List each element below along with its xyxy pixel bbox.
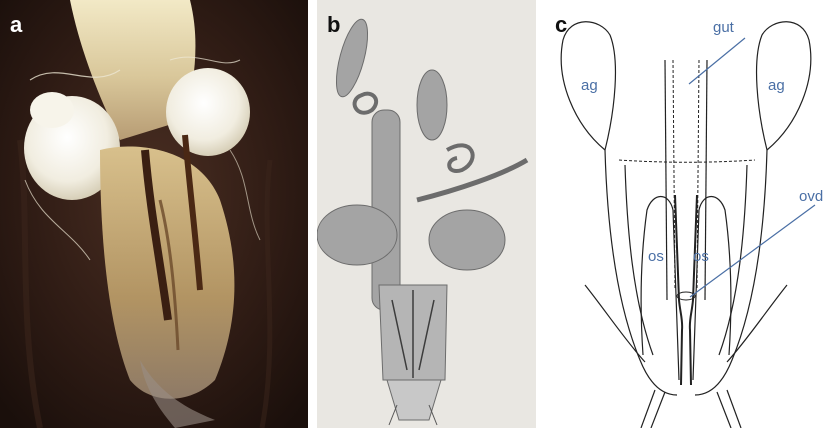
panel-c-diagram: c gut ag ag ovd os os [545, 0, 827, 428]
engraving-illustration [317, 0, 536, 428]
photo-illustration [0, 0, 308, 428]
engraving-gland-right [429, 210, 505, 270]
label-accessory-gland-right: ag [768, 78, 785, 93]
photo-gland-right [166, 68, 250, 156]
panel-letter-b: b [327, 14, 340, 36]
label-accessory-gland-left: ag [581, 78, 598, 93]
panel-letter-c: c [555, 14, 567, 36]
panel-b-engraving: b [317, 0, 536, 428]
label-ovipositor-sheath-right: os [693, 249, 709, 264]
label-gut: gut [713, 20, 734, 35]
label-ovipositor-sheath-left: os [648, 249, 664, 264]
engraving-gland-left [317, 205, 397, 265]
line-diagram [545, 0, 827, 428]
panel-a-photo: a [0, 0, 308, 428]
panel-letter-a: a [10, 14, 22, 36]
label-oviduct: ovd [799, 189, 823, 204]
engraving-upper-sac [417, 70, 447, 140]
